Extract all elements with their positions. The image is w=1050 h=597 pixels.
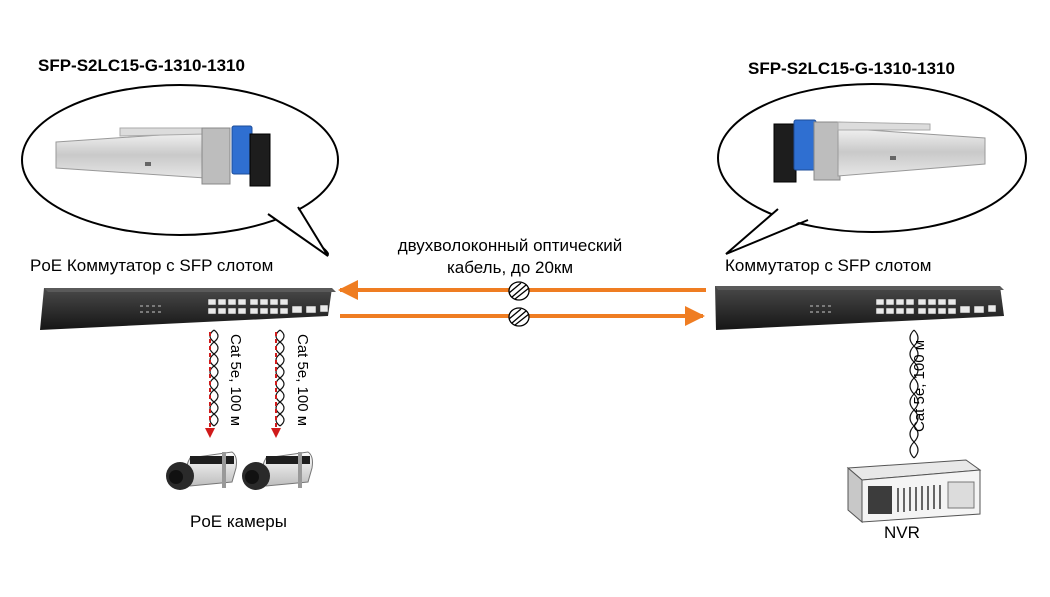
fiber-break-symbol-top	[508, 281, 530, 301]
right-cable-label: Cat 5e, 100 м	[911, 339, 928, 432]
fiber-link	[338, 280, 706, 327]
right-switch	[715, 286, 1004, 330]
left-cable-1	[205, 329, 219, 438]
cameras-label: PoE камеры	[190, 512, 287, 531]
left-sfp-module-icon	[55, 125, 271, 187]
poe-camera-2-icon	[242, 451, 313, 490]
left-sfp-model-title: SFP-S2LC15-G-1310-1310	[38, 56, 245, 75]
fiber-break-symbol-bottom	[508, 307, 530, 327]
poe-camera-1-icon	[166, 451, 237, 490]
right-switch-label: Коммутатор с SFP слотом	[725, 256, 932, 275]
left-cable-2-label: Cat 5e, 100 м	[294, 334, 311, 427]
left-cable-2	[271, 329, 285, 438]
left-cable-1-label: Cat 5e, 100 м	[227, 334, 244, 427]
fiber-label: двухволоконный оптический кабель, до 20к…	[360, 236, 660, 278]
right-sfp-module-icon	[773, 119, 986, 183]
left-poe-switch	[40, 288, 336, 330]
nvr-label: NVR	[884, 523, 920, 542]
left-switch-label: PoE Коммутатор с SFP слотом	[30, 256, 274, 275]
fiber-label-line2: кабель, до 20км	[446, 258, 574, 277]
fiber-label-line1: двухволоконный оптический	[397, 236, 623, 255]
right-cable	[909, 329, 919, 459]
nvr-server-icon	[846, 459, 982, 524]
right-sfp-model-title: SFP-S2LC15-G-1310-1310	[748, 59, 955, 78]
